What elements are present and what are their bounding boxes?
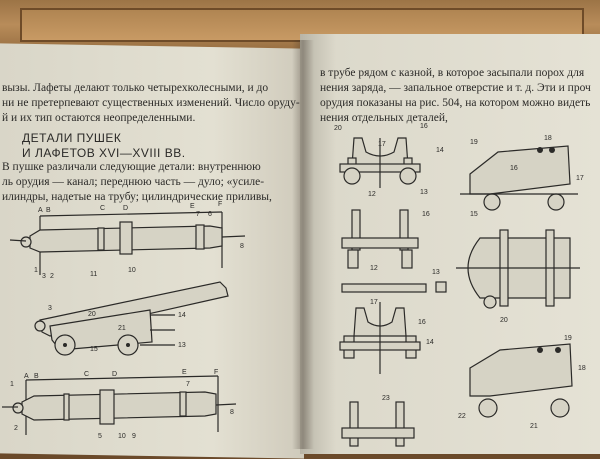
label-C2: C xyxy=(84,371,89,378)
label-8: 8 xyxy=(240,243,244,250)
bottom-cannon-barrel xyxy=(21,391,217,421)
rlabel-13b: 13 xyxy=(432,269,440,276)
rlabel-23: 23 xyxy=(382,395,390,402)
label-D: D xyxy=(123,205,128,212)
carriage-side-view-top xyxy=(469,145,571,195)
label-E2: E xyxy=(182,369,187,376)
book-gutter xyxy=(292,40,314,449)
label-9: 9 xyxy=(132,433,136,440)
label-1b: 1 xyxy=(10,381,14,388)
label-2: 2 xyxy=(50,273,54,280)
left-line-1: вызы. Лафеты делают только четырехколесн… xyxy=(2,82,269,94)
label-10b: 10 xyxy=(118,433,126,440)
top-cannon-mid-labels: 1 2 3 11 10 7 6 8 xyxy=(34,211,244,280)
rlabel-20b: 20 xyxy=(500,317,508,324)
label-20: 20 xyxy=(88,311,96,318)
rlabel-16: 16 xyxy=(420,123,428,130)
right-line-4: нения отдельных деталей, xyxy=(320,112,448,124)
left-body-1: В пушке различали следующие детали: внут… xyxy=(2,161,261,173)
rlabel-14b: 14 xyxy=(426,339,434,346)
label-D2: D xyxy=(112,371,117,378)
label-7b: 7 xyxy=(186,381,190,388)
label-C: C xyxy=(100,205,105,212)
right-line-3: орудия показаны на рис. 504, на котором … xyxy=(320,97,591,109)
rlabel-21: 21 xyxy=(530,423,538,430)
label-3b: 3 xyxy=(48,305,52,312)
left-body-2: ль орудия — канал; переднюю часть — дуло… xyxy=(2,176,265,188)
label-10: 10 xyxy=(128,267,136,274)
right-carriage-figures: 20 16 17 14 12 13 19 18 17 16 15 16 12 1… xyxy=(334,123,586,447)
label-1: 1 xyxy=(34,267,38,274)
section-heading-1: ДЕТАЛИ ПУШЕК xyxy=(22,131,122,145)
rlabel-16b: 16 xyxy=(510,165,518,172)
rlabel-19b: 19 xyxy=(564,335,572,342)
rlabel-17b: 17 xyxy=(576,175,584,182)
label-B: B xyxy=(46,207,51,214)
rlabel-16d: 16 xyxy=(418,319,426,326)
rlabel-18: 18 xyxy=(544,135,552,142)
right-line-1: в трубе рядом с казной, в которое засыпа… xyxy=(320,67,585,79)
label-A2: A xyxy=(24,373,29,380)
label-8b: 8 xyxy=(230,409,234,416)
right-figure-labels: 20 16 17 14 12 13 19 18 17 16 15 16 12 1… xyxy=(334,123,586,430)
label-B2: B xyxy=(34,373,39,380)
label-21: 21 xyxy=(118,325,126,332)
rlabel-13: 13 xyxy=(420,189,428,196)
rlabel-12: 12 xyxy=(368,191,376,198)
left-line-2: ни не претерпевают существенных изменени… xyxy=(2,97,300,109)
label-6: 6 xyxy=(208,211,212,218)
label-E: E xyxy=(190,203,195,210)
rlabel-22: 22 xyxy=(458,413,466,420)
label-7: 7 xyxy=(196,211,200,218)
label-F: F xyxy=(218,201,222,208)
carriage-front-view-lower xyxy=(353,307,407,337)
rlabel-14: 14 xyxy=(436,147,444,154)
label-F2: F xyxy=(214,369,218,376)
carriage-labels: 20 21 14 15 13 3 xyxy=(48,305,186,353)
rlabel-16c: 16 xyxy=(422,211,430,218)
rlabel-20: 20 xyxy=(334,125,342,132)
label-11: 11 xyxy=(90,271,97,278)
top-cannon-top-labels: A B C D E F xyxy=(38,201,222,214)
label-14: 14 xyxy=(178,312,186,319)
label-2b: 2 xyxy=(14,425,18,432)
left-body-3: илиндры, надетые на трубу; цилиндрически… xyxy=(2,191,272,203)
left-line-3: й и их тип остаются неопределенными. xyxy=(2,112,196,124)
rlabel-15: 15 xyxy=(470,211,478,218)
rlabel-17: 17 xyxy=(378,141,386,148)
label-13: 13 xyxy=(178,342,186,349)
rlabel-12b: 12 xyxy=(370,265,378,272)
left-cannon-figures: A B C D E F 1 2 3 11 10 7 6 8 20 21 14 1… xyxy=(2,201,246,440)
label-15: 15 xyxy=(90,346,98,353)
label-A: A xyxy=(38,207,43,214)
rlabel-17c: 17 xyxy=(370,299,378,306)
rlabel-18b: 18 xyxy=(578,365,586,372)
carriage-side-view-lower xyxy=(469,343,573,397)
label-5: 5 xyxy=(98,433,102,440)
section-heading-2: И ЛАФЕТОВ XVI—XVIII ВВ. xyxy=(22,146,186,160)
label-3: 3 xyxy=(42,273,46,280)
right-line-2: нения заряда, — запальное отверстие и т.… xyxy=(320,82,591,94)
rlabel-19: 19 xyxy=(470,139,478,146)
bottom-cannon-labels: A B C D E F 7 8 1 2 5 10 9 xyxy=(10,369,234,440)
carriage-front-view-top xyxy=(351,137,409,167)
